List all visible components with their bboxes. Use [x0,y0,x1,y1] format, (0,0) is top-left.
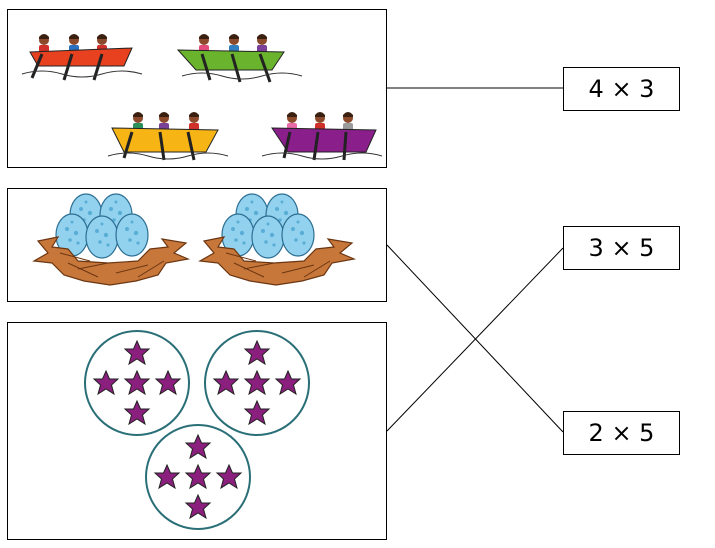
star-circle-3-icon [146,425,250,529]
boat-red-icon [21,34,143,81]
nests-illustration [8,189,386,301]
boats-illustration [21,34,383,161]
match-line-nests [386,244,564,433]
boat-yellow-icon [107,112,229,161]
nest-left-icon [34,194,188,285]
boat-green-icon [176,34,303,83]
nests-picture-card[interactable] [7,188,387,302]
boat-purple-icon [261,112,383,161]
expression-text: 4 × 3 [588,75,655,103]
star-circle-2-icon [205,331,309,435]
stars-illustration [8,323,386,539]
stars-picture-card[interactable] [7,322,387,540]
expression-box-2x5[interactable]: 2 × 5 [563,411,680,455]
star-circle-1-icon [85,331,189,435]
nest-right-icon [200,194,354,285]
expression-box-4x3[interactable]: 4 × 3 [563,67,680,111]
expression-text: 2 × 5 [588,419,655,447]
boats-picture-card[interactable] [7,9,387,168]
match-line-stars [386,247,564,432]
expression-box-3x5[interactable]: 3 × 5 [563,226,680,270]
expression-text: 3 × 5 [588,234,655,262]
